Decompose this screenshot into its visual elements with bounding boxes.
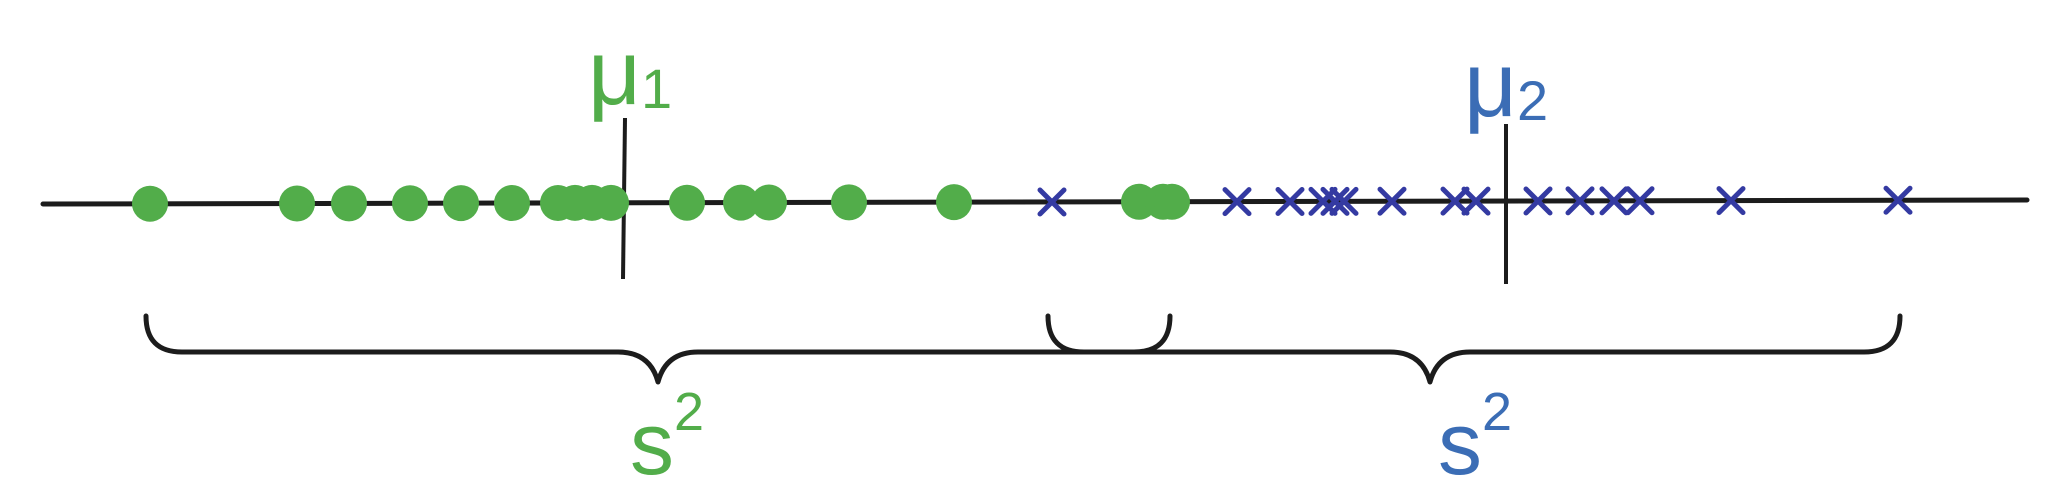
cross-point — [1565, 186, 1595, 216]
circle-point — [831, 184, 867, 221]
circle-point — [936, 184, 972, 221]
circle-point — [392, 185, 428, 222]
brace-right — [1045, 313, 1903, 385]
mu2-label: μ2 — [1464, 34, 1548, 136]
cross-point — [1222, 187, 1252, 217]
circle-point — [331, 185, 367, 222]
mu1-symbol: μ — [588, 22, 641, 124]
cross-point — [1716, 186, 1746, 216]
s2-right-superscript: 2 — [1482, 382, 1512, 442]
cross-point — [1440, 186, 1470, 216]
cross-point — [1320, 186, 1350, 216]
circle-point — [132, 185, 168, 222]
cross-point — [1599, 186, 1629, 216]
circle-point — [723, 184, 759, 221]
cross-point — [1308, 186, 1338, 216]
circle-point — [443, 185, 479, 222]
circle-point — [1154, 183, 1190, 220]
mu2-symbol: μ — [1464, 34, 1517, 136]
circle-point — [751, 184, 787, 221]
s2-left-superscript: 2 — [674, 382, 704, 442]
s2-right-label: s2 — [1438, 382, 1512, 493]
cross-point — [1329, 186, 1359, 216]
s2-left-base: s — [630, 394, 674, 493]
cross-point — [1523, 186, 1553, 216]
cross-point — [1461, 186, 1491, 216]
circle-point — [494, 185, 530, 222]
cross-point — [1275, 186, 1305, 216]
mu2-subscript: 2 — [1517, 69, 1548, 132]
cross-point — [1883, 185, 1913, 215]
s2-left-label: s2 — [630, 382, 704, 493]
cross-point — [1625, 186, 1655, 216]
cross-point — [1037, 187, 1067, 217]
circle-point — [593, 184, 629, 221]
data-points — [132, 183, 1913, 222]
s2-right-base: s — [1438, 394, 1482, 493]
circle-point — [279, 185, 315, 222]
number-line — [40, 197, 2030, 207]
brace-left — [143, 313, 1173, 385]
mu1-subscript: 1 — [641, 57, 672, 120]
circle-point — [669, 184, 705, 221]
mu1-label: μ1 — [588, 22, 672, 124]
cross-point — [1377, 186, 1407, 216]
